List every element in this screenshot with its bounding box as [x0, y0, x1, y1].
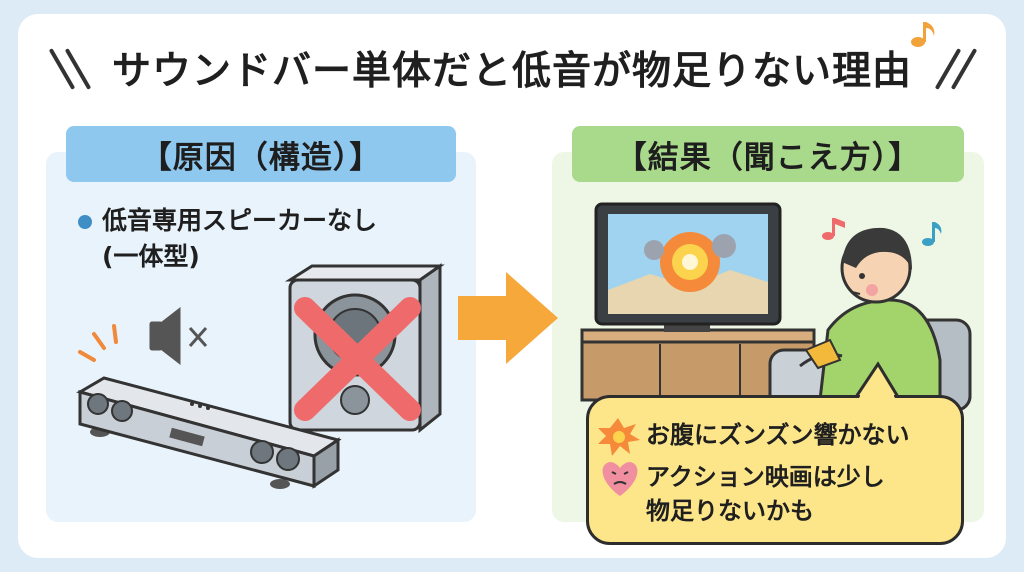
result-speech-bubble	[586, 395, 964, 545]
bullet-line-1: 低音専用スピーカーなし	[102, 206, 378, 235]
bubble-line-2: アクション映画は少し	[646, 463, 885, 491]
bubble-line-1: お腹にズンズン響かない	[646, 421, 910, 449]
bullet-line-2: (一体型)	[102, 242, 200, 271]
page-title: サウンドバー単体だと低音が物足りない理由	[111, 49, 912, 94]
soundbar	[76, 376, 342, 489]
vibration-marks-icon	[78, 324, 118, 362]
cause-header: 【原因（構造）】	[66, 126, 456, 182]
tv	[594, 202, 782, 332]
cross-icon	[294, 297, 421, 421]
title-area: サウンドバー単体だと低音が物足りない理由	[0, 40, 1024, 100]
bullet-text: 低音専用スピーカーなし (一体型)	[102, 203, 377, 275]
result-header: 【結果（聞こえ方）】	[572, 126, 964, 182]
muted-speaker-icon	[149, 306, 208, 366]
music-note-icon-2	[922, 222, 942, 246]
music-note-icon	[822, 218, 845, 240]
person	[799, 227, 942, 402]
bubble-line-3: 物足りないかも	[646, 497, 814, 525]
arrow-right-icon	[458, 272, 558, 364]
bullet-dot	[78, 215, 92, 229]
